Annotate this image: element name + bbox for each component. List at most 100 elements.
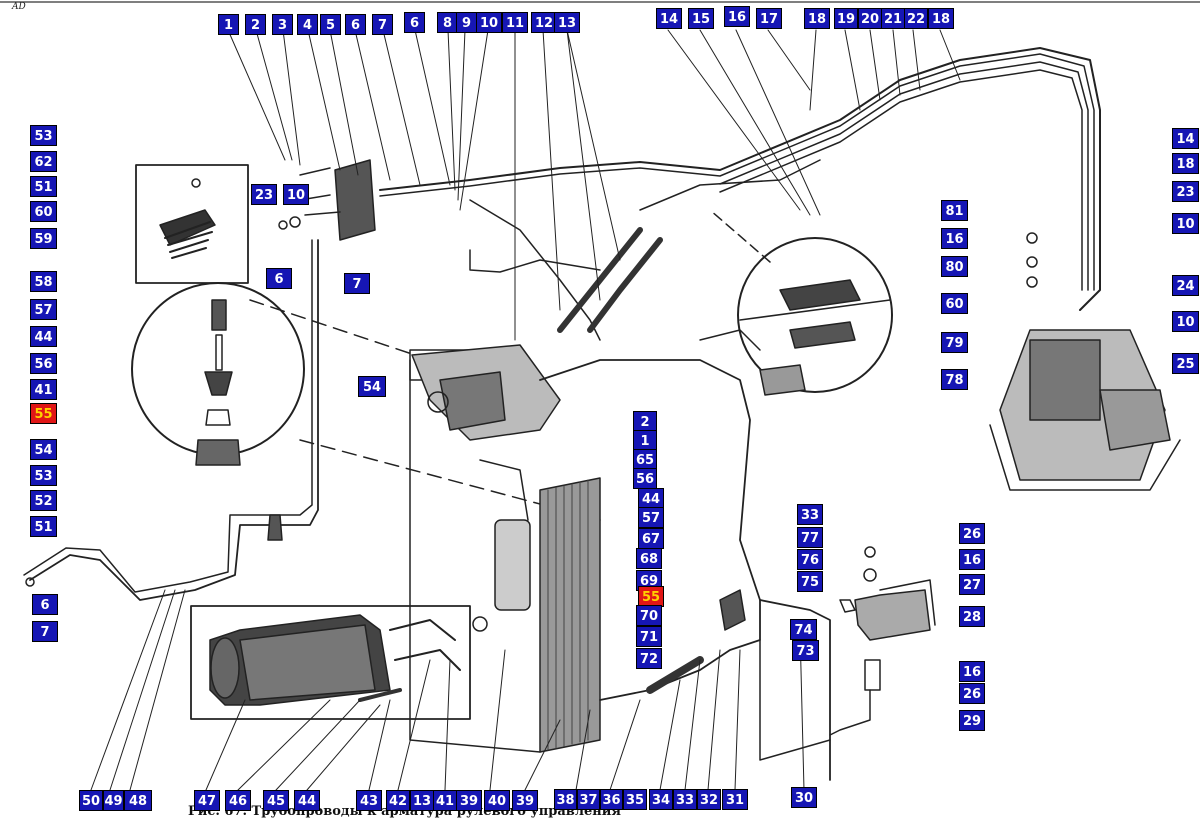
callout-51b[interactable]: 51 — [30, 516, 57, 537]
callout-68[interactable]: 68 — [636, 548, 662, 569]
callout-48[interactable]: 48 — [124, 790, 152, 811]
callout-7b[interactable]: 7 — [344, 273, 370, 294]
callout-8[interactable]: 8 — [437, 12, 458, 33]
callout-33b[interactable]: 33 — [673, 789, 697, 810]
callout-56[interactable]: 56 — [30, 353, 57, 374]
callout-45[interactable]: 45 — [263, 790, 289, 811]
callout-26[interactable]: 26 — [959, 523, 985, 544]
callout-59[interactable]: 59 — [30, 228, 57, 249]
callout-55b-highlighted[interactable]: 55 — [638, 586, 664, 607]
callout-11[interactable]: 11 — [502, 12, 528, 33]
callout-16c[interactable]: 16 — [959, 549, 985, 570]
callout-19[interactable]: 19 — [834, 8, 858, 29]
callout-6b[interactable]: 6 — [404, 12, 425, 33]
callout-41[interactable]: 41 — [30, 379, 57, 400]
callout-38[interactable]: 38 — [554, 789, 577, 810]
callout-72[interactable]: 72 — [636, 648, 662, 669]
callout-18c[interactable]: 18 — [1172, 153, 1199, 174]
callout-36[interactable]: 36 — [600, 789, 623, 810]
callout-23b[interactable]: 23 — [1172, 181, 1199, 202]
callout-54[interactable]: 54 — [30, 439, 57, 460]
callout-17[interactable]: 17 — [756, 8, 782, 29]
callout-57[interactable]: 57 — [30, 299, 57, 320]
callout-65[interactable]: 65 — [633, 449, 657, 470]
callout-29[interactable]: 29 — [959, 710, 985, 731]
callout-40[interactable]: 40 — [484, 790, 510, 811]
callout-6[interactable]: 6 — [345, 14, 366, 35]
callout-30[interactable]: 30 — [791, 787, 817, 808]
callout-60b[interactable]: 60 — [941, 293, 968, 314]
callout-28[interactable]: 28 — [959, 606, 985, 627]
callout-56b[interactable]: 56 — [633, 468, 657, 489]
callout-24[interactable]: 24 — [1172, 275, 1199, 296]
callout-53b[interactable]: 53 — [30, 465, 57, 486]
callout-1b[interactable]: 1 — [633, 430, 657, 451]
callout-41b[interactable]: 41 — [433, 790, 457, 811]
callout-26b[interactable]: 26 — [959, 683, 985, 704]
callout-75[interactable]: 75 — [797, 571, 823, 592]
callout-1[interactable]: 1 — [218, 14, 239, 35]
callout-32[interactable]: 32 — [697, 789, 721, 810]
callout-5[interactable]: 5 — [320, 14, 341, 35]
callout-39[interactable]: 39 — [456, 790, 482, 811]
callout-53[interactable]: 53 — [30, 125, 57, 146]
callout-54b[interactable]: 54 — [358, 376, 386, 397]
callout-31[interactable]: 31 — [722, 789, 748, 810]
callout-22[interactable]: 22 — [904, 8, 928, 29]
callout-39b[interactable]: 39 — [512, 790, 538, 811]
callout-16d[interactable]: 16 — [959, 661, 985, 682]
callout-81[interactable]: 81 — [941, 200, 968, 221]
callout-44b[interactable]: 44 — [638, 488, 664, 509]
callout-9[interactable]: 9 — [456, 12, 477, 33]
callout-10b[interactable]: 10 — [283, 184, 309, 205]
callout-37[interactable]: 37 — [577, 789, 600, 810]
callout-27[interactable]: 27 — [959, 574, 985, 595]
callout-21[interactable]: 21 — [881, 8, 905, 29]
callout-42[interactable]: 42 — [386, 790, 410, 811]
callout-13b[interactable]: 13 — [410, 790, 434, 811]
callout-6c[interactable]: 6 — [266, 268, 292, 289]
callout-33[interactable]: 33 — [797, 504, 823, 525]
callout-49[interactable]: 49 — [103, 790, 124, 811]
callout-34[interactable]: 34 — [649, 789, 673, 810]
callout-55-highlighted[interactable]: 55 — [30, 403, 57, 424]
callout-23[interactable]: 23 — [251, 184, 277, 205]
callout-15[interactable]: 15 — [688, 8, 714, 29]
callout-14[interactable]: 14 — [656, 8, 682, 29]
callout-77[interactable]: 77 — [797, 527, 823, 548]
callout-13[interactable]: 13 — [554, 12, 580, 33]
callout-76[interactable]: 76 — [797, 549, 823, 570]
callout-73[interactable]: 73 — [792, 640, 819, 661]
callout-79[interactable]: 79 — [941, 332, 968, 353]
callout-20[interactable]: 20 — [858, 8, 882, 29]
callout-52[interactable]: 52 — [30, 490, 57, 511]
callout-10d[interactable]: 10 — [1172, 311, 1199, 332]
callout-18b[interactable]: 18 — [928, 8, 954, 29]
callout-80[interactable]: 80 — [941, 256, 968, 277]
callout-47[interactable]: 47 — [194, 790, 220, 811]
callout-2b[interactable]: 2 — [633, 411, 657, 432]
callout-70[interactable]: 70 — [636, 605, 662, 626]
callout-58[interactable]: 58 — [30, 271, 57, 292]
callout-16b[interactable]: 16 — [941, 228, 968, 249]
callout-43[interactable]: 43 — [356, 790, 382, 811]
callout-44c[interactable]: 44 — [294, 790, 320, 811]
callout-14b[interactable]: 14 — [1172, 128, 1199, 149]
callout-60[interactable]: 60 — [30, 201, 57, 222]
callout-16[interactable]: 16 — [724, 6, 750, 27]
callout-71[interactable]: 71 — [636, 626, 662, 647]
callout-69[interactable]: 69 — [636, 570, 662, 591]
callout-50[interactable]: 50 — [79, 790, 103, 811]
callout-78[interactable]: 78 — [941, 369, 968, 390]
callout-51[interactable]: 51 — [30, 176, 57, 197]
callout-2[interactable]: 2 — [245, 14, 266, 35]
callout-7c[interactable]: 7 — [32, 621, 58, 642]
callout-4[interactable]: 4 — [297, 14, 318, 35]
callout-12[interactable]: 12 — [531, 12, 557, 33]
callout-10[interactable]: 10 — [476, 12, 502, 33]
callout-3[interactable]: 3 — [272, 14, 293, 35]
callout-10c[interactable]: 10 — [1172, 213, 1199, 234]
callout-74[interactable]: 74 — [790, 619, 817, 640]
callout-6d[interactable]: 6 — [32, 594, 58, 615]
callout-44[interactable]: 44 — [30, 326, 57, 347]
